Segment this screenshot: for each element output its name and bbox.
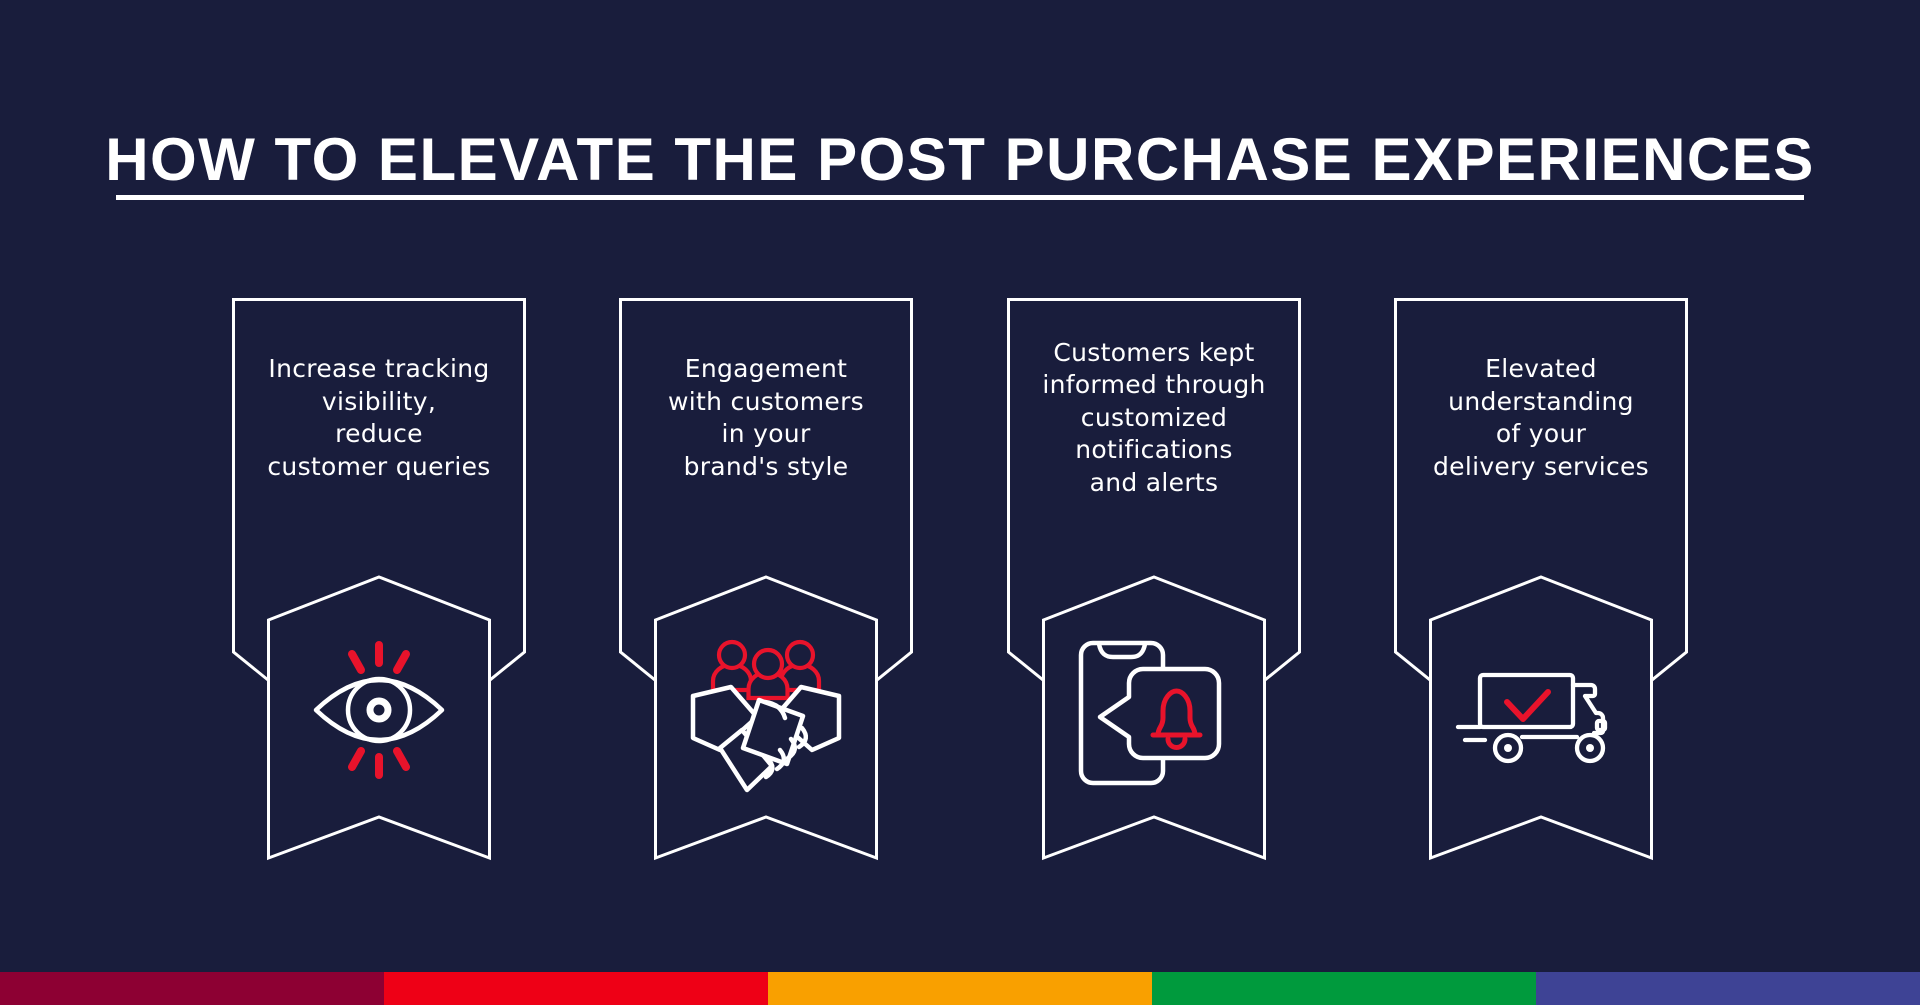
card-text: Increase tracking visibility, reduce cus… (267, 354, 491, 481)
stripe-segment-blue (1536, 972, 1920, 1005)
stripe-segment-red (384, 972, 768, 1005)
inner-pennant-shape (1429, 575, 1653, 861)
stripe-segment-burgundy (0, 972, 384, 1005)
card-text: Elevated understanding of your delivery … (1432, 354, 1649, 481)
delivery-truck-icon (1455, 672, 1608, 764)
page-title: HOW TO ELEVATE THE POST PURCHASE EXPERIE… (105, 126, 1815, 194)
handshake-people-icon (690, 639, 842, 793)
phone-notification-icon (1078, 640, 1222, 786)
banner-graphic (1394, 298, 1688, 861)
card-text: Customers kept informed through customiz… (1042, 337, 1266, 497)
benefit-card-notifications: Customers kept informed through customiz… (1007, 298, 1301, 868)
bottom-color-stripe (0, 972, 1920, 1005)
card-text: Engagement with customers in your brand'… (668, 354, 864, 481)
benefit-card-engagement: Engagement with customers in your brand'… (619, 298, 913, 868)
stripe-segment-green (1152, 972, 1536, 1005)
stripe-segment-orange (768, 972, 1152, 1005)
banner-graphic (619, 298, 913, 861)
benefit-card-tracking: Increase tracking visibility, reduce cus… (232, 298, 526, 868)
eye-icon (313, 641, 445, 779)
banner-graphic (232, 298, 526, 861)
title-underline (116, 195, 1804, 200)
banner-graphic (1007, 298, 1301, 861)
benefit-card-delivery: Elevated understanding of your delivery … (1394, 298, 1688, 868)
